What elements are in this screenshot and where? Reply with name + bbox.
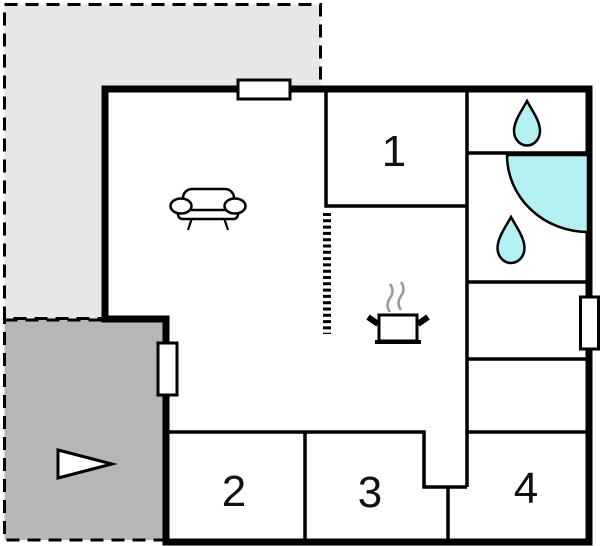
sofa-icon (169, 187, 247, 231)
cooking-pot-icon (366, 281, 430, 344)
room-4-label: 4 (514, 464, 538, 513)
water-drop-icon (496, 214, 526, 265)
room-2-label: 2 (222, 467, 246, 516)
sofa-armrest (223, 197, 247, 215)
shower-quarter-circle-icon (505, 153, 590, 234)
steam-icon (386, 283, 394, 313)
sofa-seat (176, 208, 240, 221)
window-right-wall (579, 295, 600, 351)
arrow-right-icon (56, 448, 118, 480)
steam-icon (397, 281, 405, 311)
pot-handle (366, 314, 380, 327)
pot-body (377, 313, 419, 343)
water-drop-icon (512, 98, 542, 147)
carport-area (3, 318, 166, 542)
room-3-label: 3 (358, 468, 382, 517)
door-to-carport (156, 341, 179, 397)
interior-walls (166, 89, 589, 542)
room-1-label: 1 (382, 127, 406, 176)
sofa-armrest (169, 197, 193, 215)
pot-handle (416, 314, 430, 327)
window-top-wall (236, 78, 292, 101)
